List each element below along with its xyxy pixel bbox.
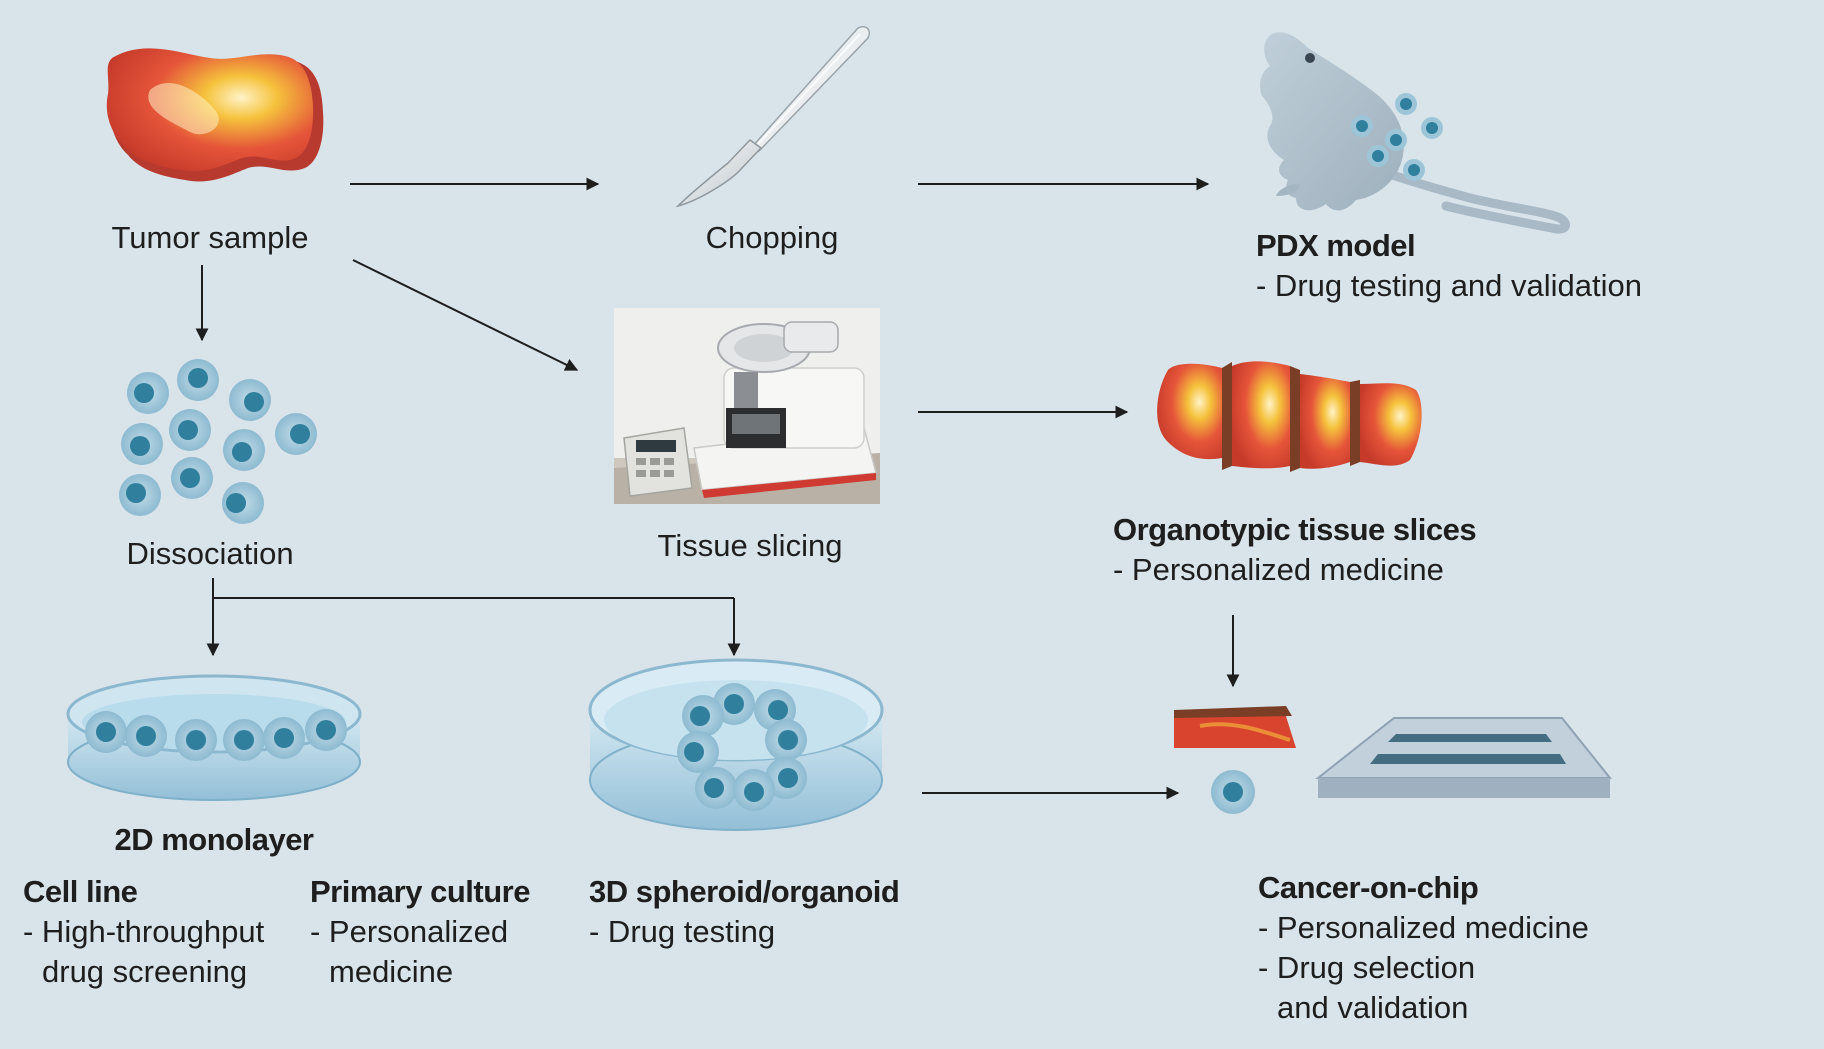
mouse-icon — [1260, 32, 1570, 234]
cancer-on-chip-line-3: and validation — [1277, 990, 1469, 1025]
dissociation-label: Dissociation — [126, 536, 294, 571]
cell — [275, 413, 317, 455]
cell-line-line-2: drug screening — [42, 954, 248, 989]
cell — [121, 423, 163, 465]
cell — [765, 719, 807, 761]
organotypic-title: Organotypic tissue slices — [1113, 512, 1477, 547]
scalpel-icon — [675, 26, 870, 208]
cell — [175, 719, 217, 761]
primary-culture-line-2: medicine — [329, 954, 454, 989]
cell — [733, 769, 775, 811]
tumor-tissue-icon — [106, 48, 324, 182]
cell — [223, 429, 265, 471]
cell-line-title: Cell line — [23, 874, 138, 909]
cell — [119, 474, 161, 516]
cell — [765, 757, 807, 799]
cancer-on-chip-line-2: - Drug selection — [1258, 950, 1476, 985]
cell — [677, 731, 719, 773]
cell — [171, 457, 213, 499]
cell — [682, 695, 724, 737]
cell — [695, 767, 737, 809]
primary-culture-title: Primary culture — [310, 874, 530, 909]
cell — [125, 715, 167, 757]
spheroid-title: 3D spheroid/organoid — [589, 874, 900, 909]
chopping-label: Chopping — [705, 220, 839, 255]
tissue-slicing-label: Tissue slicing — [657, 528, 843, 563]
cancer-on-chip-line-1: - Personalized medicine — [1258, 910, 1589, 945]
cell — [263, 717, 305, 759]
cell — [223, 719, 265, 761]
vibratome-photo — [614, 308, 880, 504]
cell — [222, 482, 264, 524]
primary-culture-line-1: - Personalized — [310, 914, 509, 949]
cell — [169, 409, 211, 451]
connector-dissociation-split — [212, 578, 734, 599]
cell — [85, 711, 127, 753]
cell — [177, 359, 219, 401]
cell — [1211, 770, 1255, 814]
tumor-sample-label: Tumor sample — [111, 220, 309, 255]
monolayer-label: 2D monolayer — [114, 822, 314, 857]
spheroid-dish-icon — [588, 658, 884, 831]
pdx-model-title: PDX model — [1256, 228, 1416, 263]
cell-line-line-1: - High-throughput — [23, 914, 265, 949]
spheroid-line: - Drug testing — [589, 914, 776, 949]
petri-dish-icon — [66, 674, 362, 801]
vibratome-drawing — [614, 308, 880, 504]
cell-cluster-icon — [119, 359, 317, 524]
cell — [229, 379, 271, 421]
cell — [127, 372, 169, 414]
cell — [305, 709, 347, 751]
arrow-tumor-to-slicing — [352, 259, 579, 371]
arrows — [195, 177, 1240, 800]
pdx-model-line: - Drug testing and validation — [1256, 268, 1643, 303]
cancer-on-chip-title: Cancer-on-chip — [1258, 870, 1479, 905]
microfluidic-chip-icon — [1174, 706, 1613, 814]
organotypic-line: - Personalized medicine — [1113, 552, 1444, 587]
tissue-slices-icon — [1157, 361, 1422, 472]
